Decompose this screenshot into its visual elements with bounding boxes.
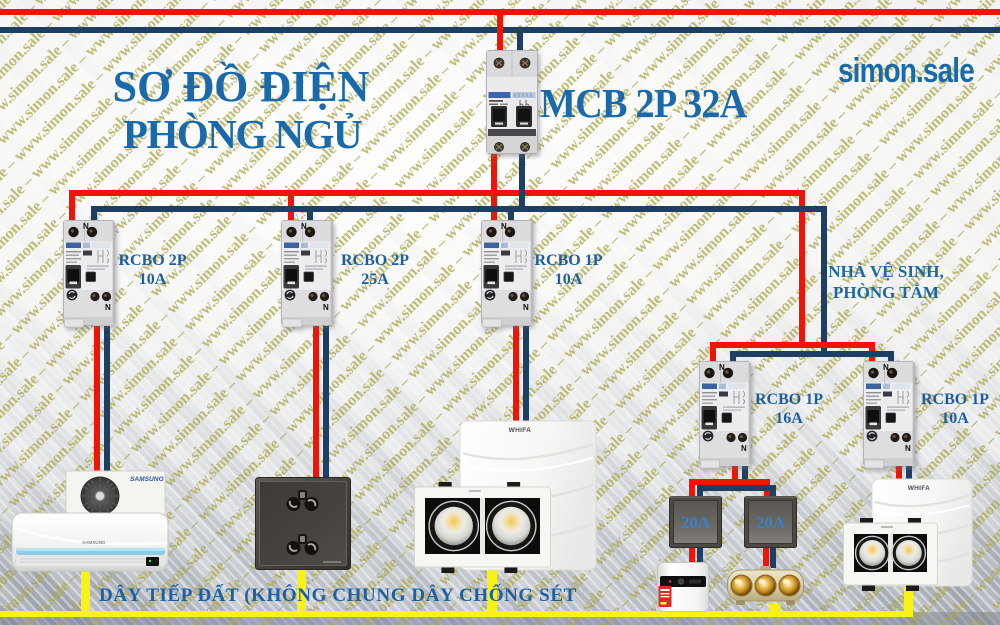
svg-text:N: N: [719, 363, 725, 372]
svg-text:N: N: [523, 303, 529, 312]
svg-text:N: N: [905, 444, 911, 453]
svg-text:N: N: [105, 303, 111, 312]
svg-text:N: N: [741, 444, 747, 453]
svg-text:SAMSUNG: SAMSUNG: [82, 540, 106, 545]
svg-text:N: N: [301, 222, 307, 231]
svg-text:N: N: [83, 222, 89, 231]
svg-text:SAMSUNG: SAMSUNG: [130, 476, 164, 483]
svg-text:N: N: [323, 303, 329, 312]
svg-text:20A: 20A: [756, 513, 786, 532]
svg-text:N: N: [501, 222, 507, 231]
svg-text:20A: 20A: [681, 513, 711, 532]
svg-text:WHIFA: WHIFA: [509, 427, 531, 434]
svg-text:WHIFA: WHIFA: [908, 485, 930, 492]
svg-text:N: N: [883, 363, 889, 372]
